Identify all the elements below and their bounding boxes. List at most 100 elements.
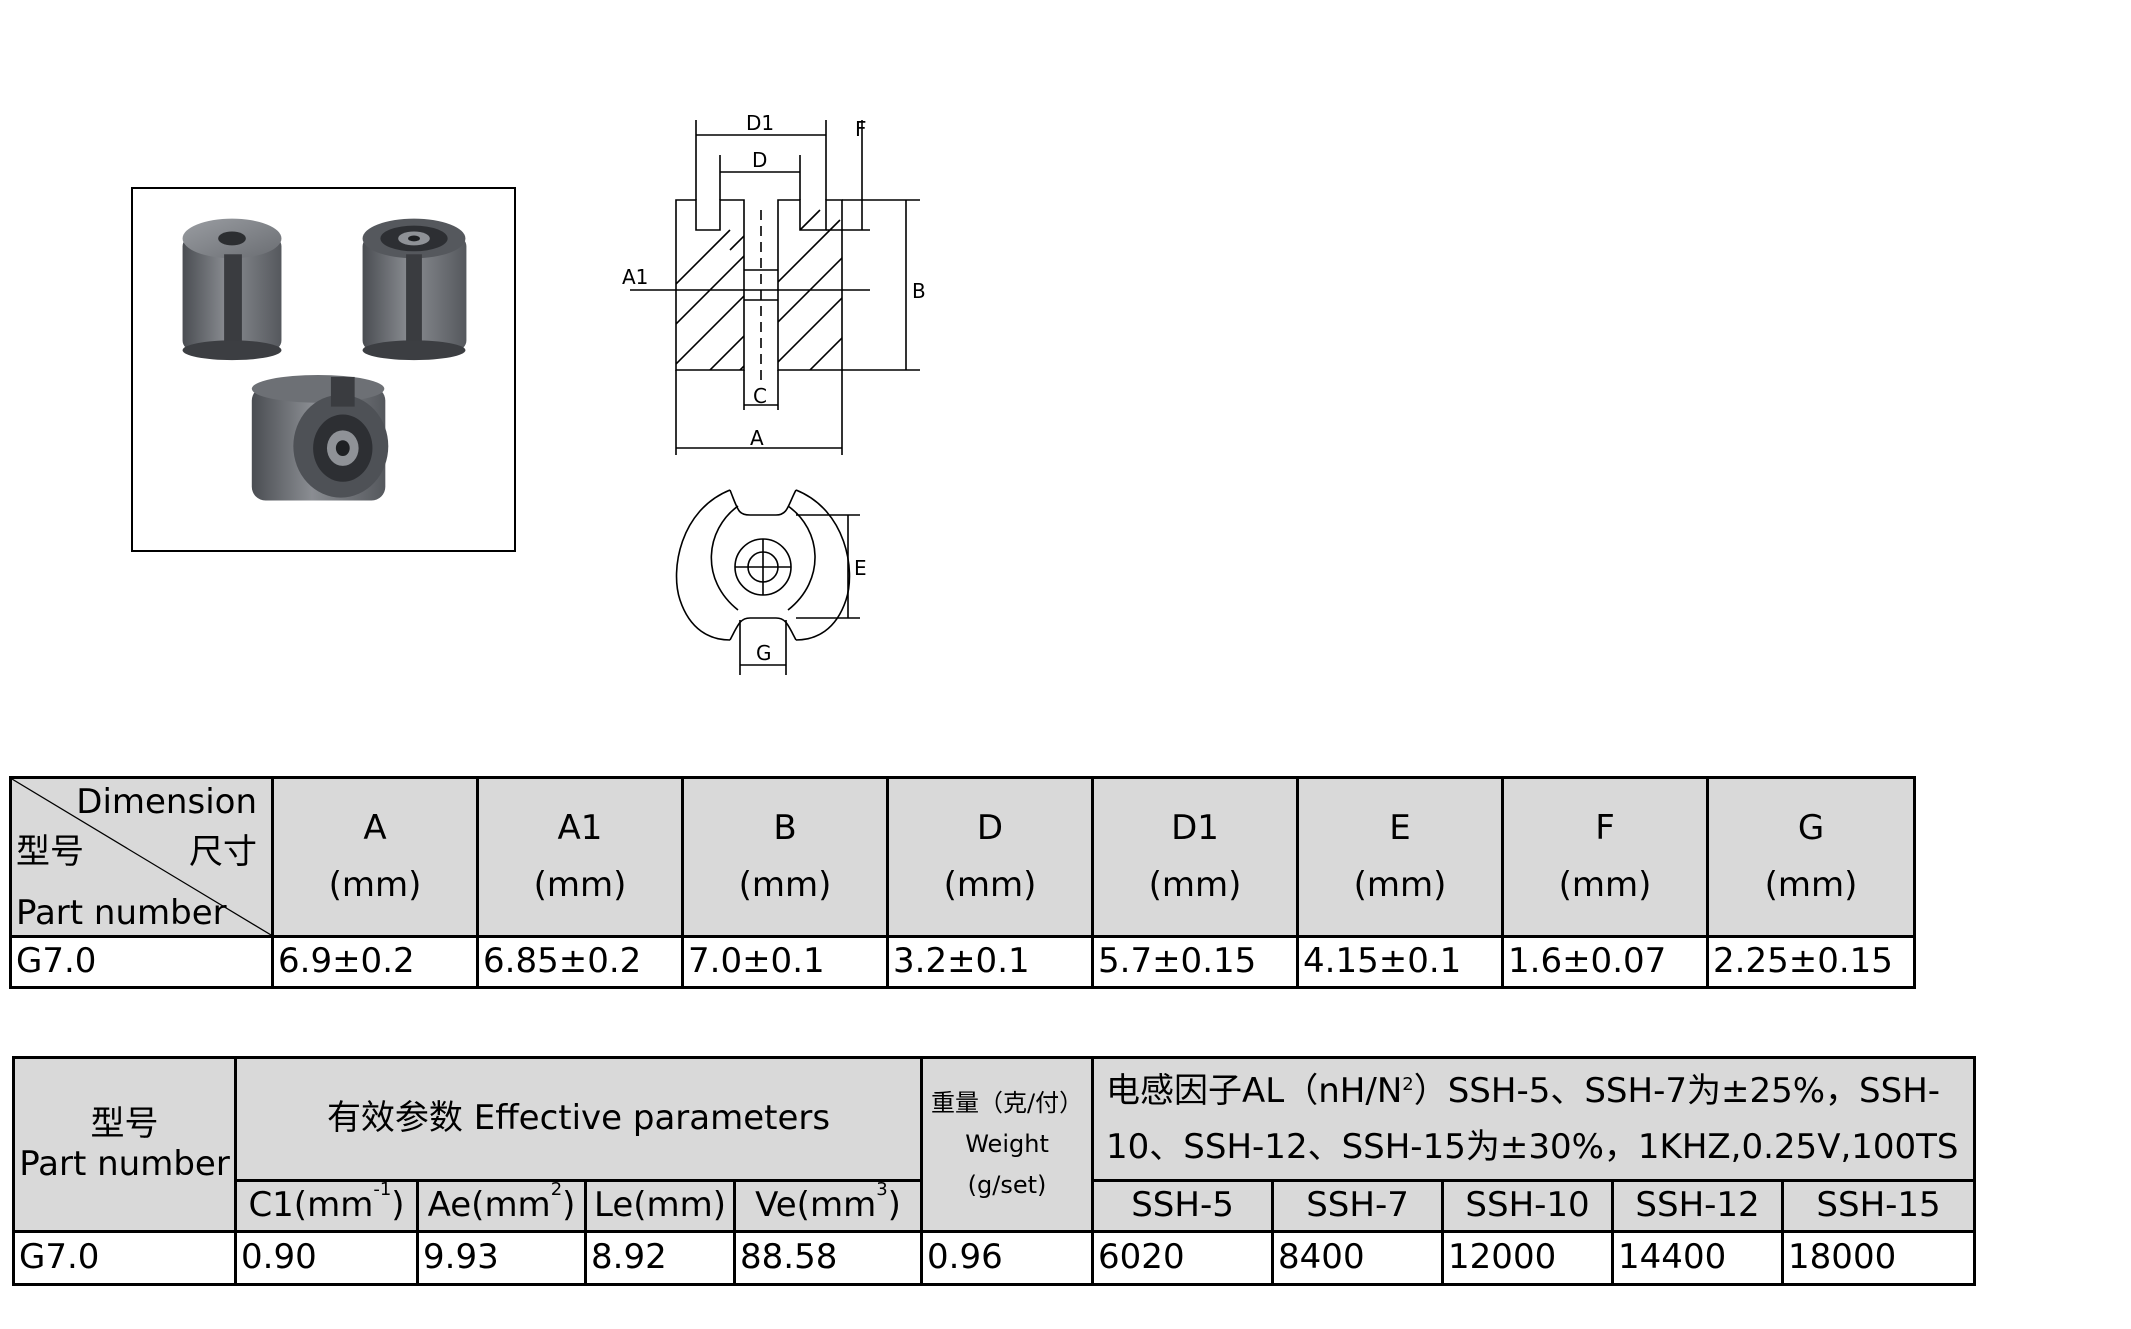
effective-header-ve: Ve(mm3) [732,1179,924,1233]
weight-header-en: Weight [965,1130,1049,1159]
dim-header-unit: (mm) [943,865,1037,905]
al-header-ssh15: SSH-15 [1781,1179,1977,1233]
dim-header-name: A1 [557,807,603,848]
label-f: F [855,117,867,141]
table-row: G7.0 6.9±0.2 6.85±0.2 7.0±0.1 3.2±0.1 5.… [9,935,1916,989]
core-3 [251,374,389,501]
al-value-ssh12: 14400 [1611,1230,1785,1286]
dim-header-e: E (mm) [1296,776,1504,938]
label-c: C [753,384,767,408]
effective-header-ae: Ae(mm2) [416,1179,587,1233]
dim-value-g: 2.25±0.15 [1706,935,1916,989]
label-d1: D1 [746,111,774,135]
al-value-ssh7: 8400 [1271,1230,1445,1286]
corner-dimension-label: Dimension [76,782,257,822]
label-e: E [854,556,867,580]
dim-value-b: 7.0±0.1 [681,935,889,989]
ve-value: 88.58 [732,1230,924,1286]
core-2 [362,218,467,361]
dim-value-d: 3.2±0.1 [886,935,1094,989]
ferrite-core-image [182,218,467,501]
dimension-table-corner-header: Dimension 型号 尺寸 Part number [9,776,274,938]
label-a1: A1 [622,265,648,289]
dim-value-a: 6.9±0.2 [271,935,479,989]
corner-size-cn-label: 尺寸 [189,832,257,872]
weight-header-cn: 重量（克/付） [931,1089,1084,1118]
dim-header-name: E [1389,807,1411,848]
dim-header-name: G [1797,807,1825,848]
dim-value-e: 4.15±0.1 [1296,935,1504,989]
dim-header-unit: (mm) [328,865,422,905]
ve-sup: 3 [876,1180,888,1201]
dim-header-f: F (mm) [1501,776,1709,938]
dim-header-a1: A1 (mm) [476,776,684,938]
dim-header-name: D [976,807,1004,848]
dim-header-unit: (mm) [1148,865,1242,905]
part-number-header-cn: 型号 [90,1104,159,1145]
al-header-ssh12: SSH-12 [1611,1179,1785,1233]
al-value-ssh5: 6020 [1091,1230,1275,1286]
dimension-table: Dimension 型号 尺寸 Part number A (mm) A1 (mm)… [9,776,1916,989]
al-header-ssh7: SSH-7 [1271,1179,1445,1233]
le-label: Le(mm) [593,1185,727,1226]
parameters-table: 型号 Part number 有效参数 Effective parameters… [12,1056,1977,1286]
c1-sup: -1 [373,1180,392,1201]
dim-header-unit: (mm) [1353,865,1447,905]
ve-tail: ) [887,1185,901,1226]
dim-header-name: D1 [1171,807,1219,848]
dim-header-name: A [363,807,387,848]
dim-value-f: 1.6±0.07 [1501,935,1709,989]
weight-header: 重量（克/付） Weight (g/set) [920,1056,1095,1233]
ae-value: 9.93 [416,1230,587,1286]
part-number-cell: G7.0 [9,935,274,989]
dim-header-d1: D1 (mm) [1091,776,1299,938]
al-value-ssh10: 12000 [1441,1230,1615,1286]
label-a: A [750,426,764,450]
part-number-header: 型号 Part number [12,1056,237,1233]
c1-label: C1(mm [248,1185,374,1226]
weight-header-unit: (g/set) [967,1170,1047,1199]
label-g: G [756,641,772,665]
top-view-drawing: E G [675,489,867,675]
al-note-post: ）SSH-5、SSH-7为±25%，SSH-10、SSH-12、SSH-15为±… [1106,1071,1959,1167]
part-number-cell: G7.0 [12,1230,237,1286]
dim-header-unit: (mm) [533,865,627,905]
dim-header-unit: (mm) [738,865,832,905]
c1-value: 0.90 [234,1230,419,1286]
c1-tail: ) [391,1185,405,1226]
dim-header-d: D (mm) [886,776,1094,938]
weight-value: 0.96 [920,1230,1095,1286]
corner-part-number-label: Part number [16,892,227,933]
dim-header-b: B (mm) [681,776,889,938]
dim-header-unit: (mm) [1558,865,1652,905]
ae-sup: 2 [550,1180,563,1201]
label-d: D [752,148,767,172]
dim-header-g: G (mm) [1706,776,1916,938]
effective-parameters-header: 有效参数 Effective parameters [233,1056,924,1182]
ve-label: Ve(mm [755,1185,877,1226]
dim-header-name: F [1595,807,1615,848]
dim-header-unit: (mm) [1764,865,1858,905]
core-1 [182,218,282,361]
part-number-header-en: Part number [19,1143,230,1184]
label-b: B [912,279,926,303]
corner-model-cn-label: 型号 [16,832,84,872]
effective-header-le: Le(mm) [584,1179,736,1233]
al-value-ssh15: 18000 [1781,1230,1977,1286]
product-photo [131,187,516,552]
le-value: 8.92 [584,1230,736,1286]
al-note-pre: 电感因子AL（nH/N [1106,1071,1403,1111]
ae-tail: ) [562,1185,576,1226]
table-row: G7.0 0.90 9.93 8.92 88.58 0.96 6020 8400… [12,1230,1977,1286]
ae-label: Ae(mm [427,1185,551,1226]
dim-header-name: B [773,807,797,848]
diagonal-divider [12,779,271,935]
dim-header-a: A (mm) [271,776,479,938]
effective-header-c1: C1(mm-1) [234,1179,419,1233]
dim-value-d1: 5.7±0.15 [1091,935,1299,989]
dim-value-a1: 6.85±0.2 [476,935,684,989]
al-header-ssh10: SSH-10 [1441,1179,1615,1233]
al-factor-note: 电感因子AL（nH/N2）SSH-5、SSH-7为±25%，SSH-10、SSH… [1091,1056,1977,1182]
side-section-drawing: D1 D F A1 B C A [622,111,926,455]
al-note-sup: 2 [1402,1074,1414,1095]
